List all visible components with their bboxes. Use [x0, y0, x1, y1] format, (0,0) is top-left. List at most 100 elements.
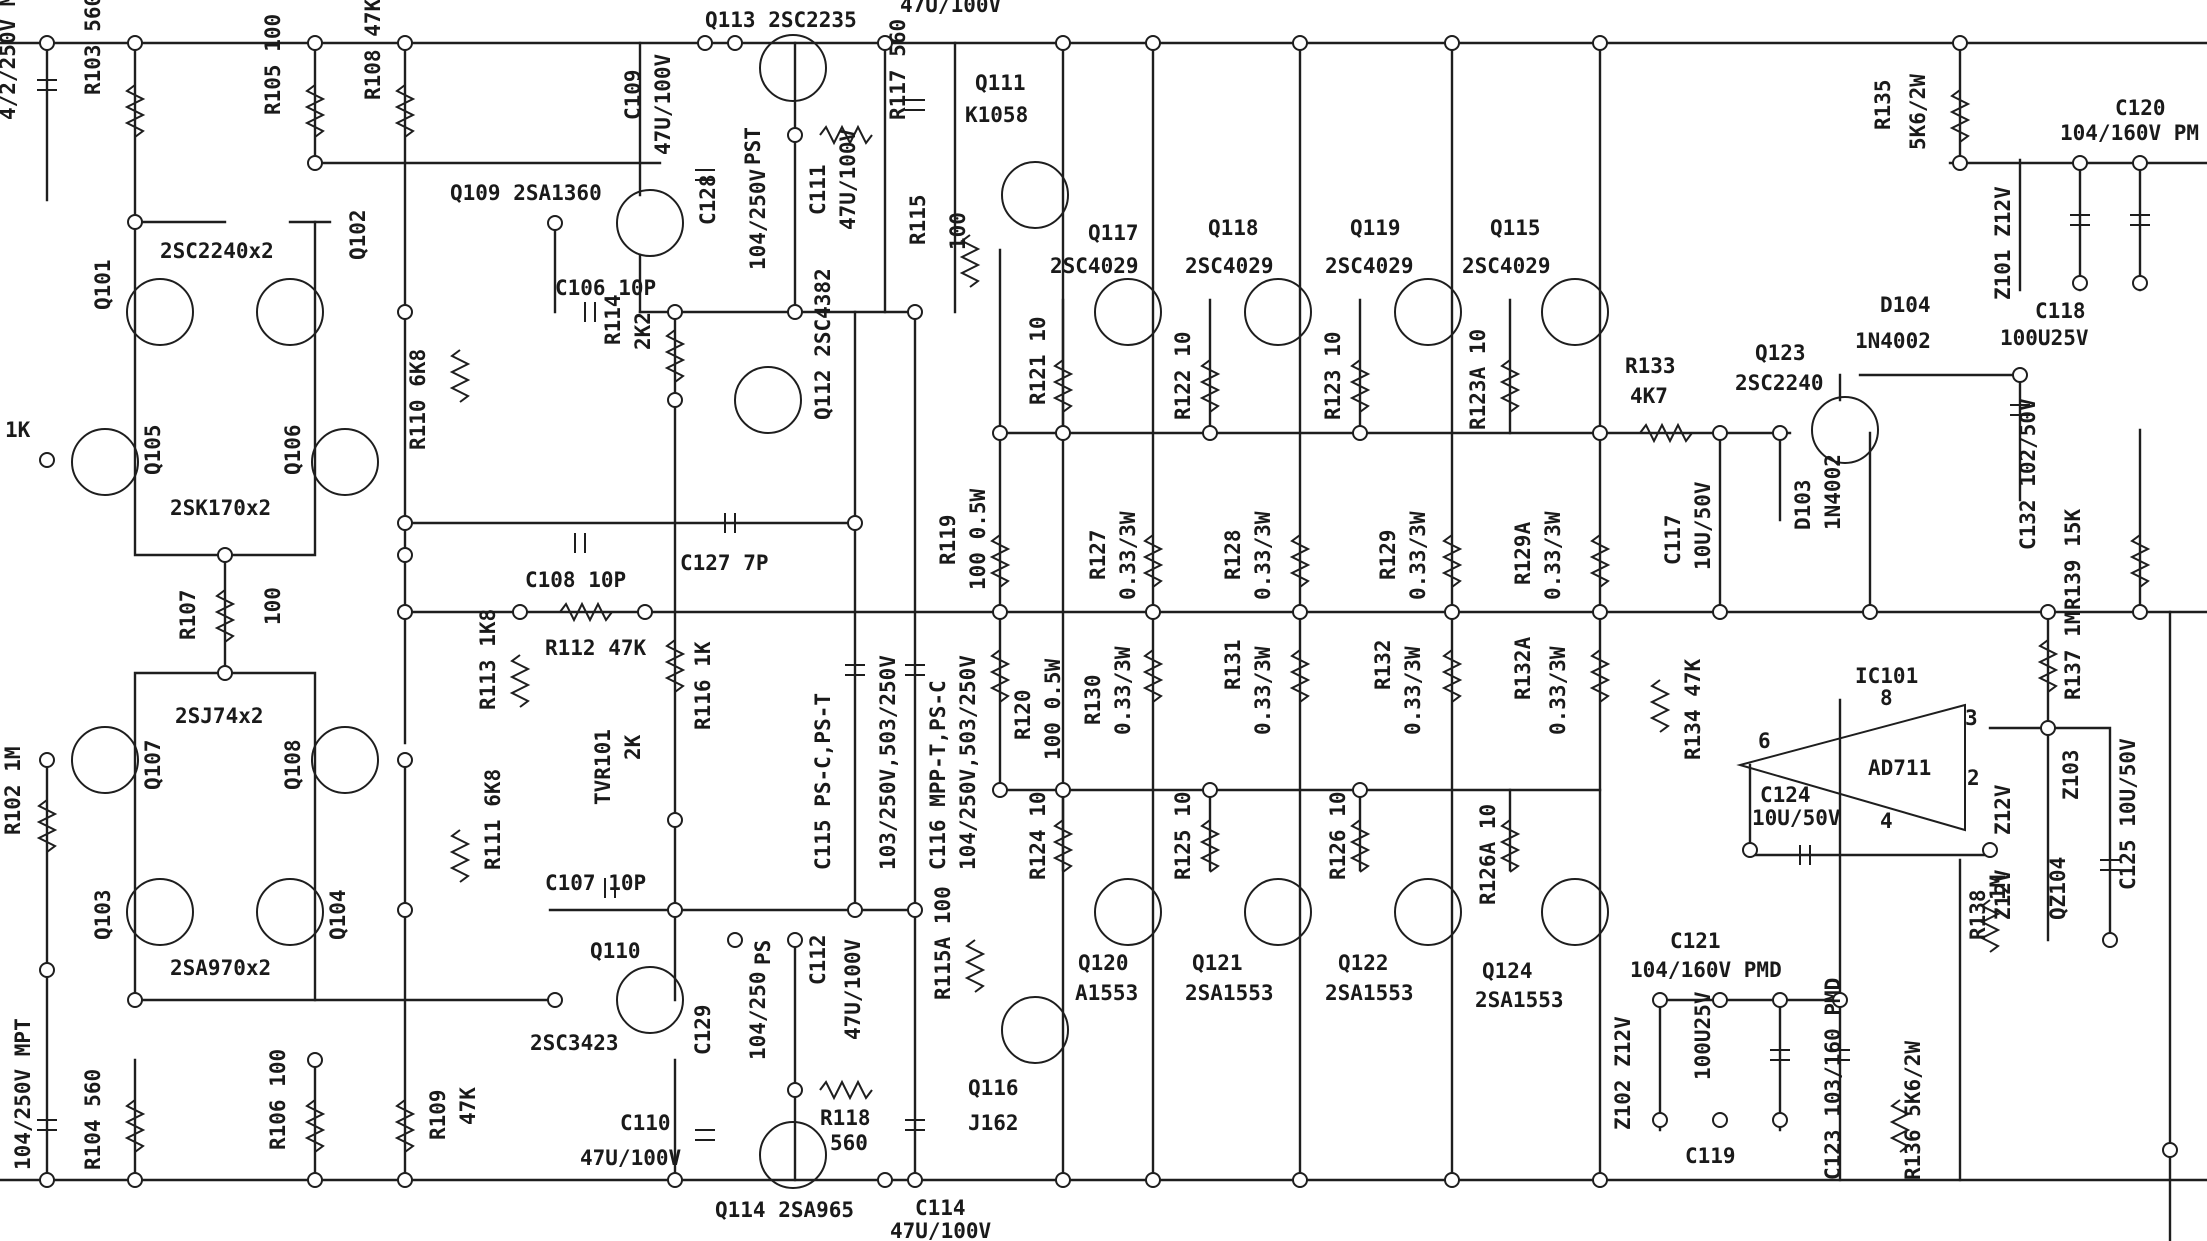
label-c_top: 47U/100V [900, 0, 1002, 17]
label-c116v: 104/250V,503/250V [956, 655, 980, 870]
label-z101: Z101 Z12V [1991, 186, 2015, 300]
label-r108: R108 47K [361, 0, 385, 100]
label-c118v: 100U25V [2000, 326, 2089, 350]
label-q123p: 2SC2240 [1735, 371, 1824, 395]
label-q105: Q105 [141, 424, 165, 475]
label-j162: J162 [968, 1111, 1019, 1135]
label-q124: Q124 [1482, 959, 1533, 983]
label-r126a: R126A 10 [1476, 804, 1500, 905]
label-c117: C117 [1661, 514, 1685, 565]
label-r129v: 0.33/3W [1406, 511, 1430, 600]
label-c121v: 104/160V PMD [1630, 958, 1782, 982]
label-r139: R139 15K [2061, 508, 2085, 610]
label-r114: R114 [601, 294, 625, 345]
label-r121: R121 10 [1026, 316, 1050, 405]
label-2sk170x2: 2SK170x2 [170, 496, 271, 520]
label-q121p: 2SA1553 [1185, 981, 1274, 1005]
label-r109: R109 [426, 1089, 450, 1140]
label-z102: Z102 Z12V [1611, 1016, 1635, 1130]
label-r120: R120 [1011, 689, 1035, 740]
label-c120: C120 [2115, 96, 2166, 120]
label-r131: R131 [1221, 639, 1245, 690]
label-r115a: R115A 100 [931, 886, 955, 1000]
label-c121: C121 [1670, 929, 1721, 953]
label-r124: R124 10 [1026, 791, 1050, 880]
label-q116: Q116 [968, 1076, 1019, 1100]
label-c129: C129 [691, 1004, 715, 1055]
label-r118: R118 [820, 1106, 871, 1130]
label-r102: R102 1M [1, 746, 25, 835]
label-c118: C118 [2035, 299, 2086, 323]
label-q109: Q109 2SA1360 [450, 181, 602, 205]
label-r119v: 100 0.5W [966, 488, 990, 590]
label-q124p: 2SA1553 [1475, 988, 1564, 1012]
label-c127: C127 7P [680, 551, 769, 575]
label-r129: R129 [1376, 529, 1400, 580]
label-c112: C112 [806, 934, 830, 985]
label-r113: R113 1K8 [476, 609, 500, 710]
label-q103: Q103 [91, 889, 115, 940]
label-c128v: 104/250V [746, 168, 770, 270]
label-tvr101v: 2K [621, 734, 645, 760]
label-r138v: 1M [1986, 875, 2010, 900]
label-q102: Q102 [346, 209, 370, 260]
label-c112v: 47U/100V [841, 938, 865, 1040]
label-r114v: 2K2 [631, 312, 655, 350]
label-q120p: A1553 [1075, 981, 1138, 1005]
label-c114v: 47U/100V [890, 1219, 992, 1241]
label-2sa970x2: 2SA970x2 [170, 956, 271, 980]
label-c111v: 47U/100V [836, 128, 860, 230]
label-ad711: AD711 [1868, 756, 1931, 780]
label-r130: R130 [1081, 674, 1105, 725]
label-r115: R115 [906, 194, 930, 245]
label-r128: R128 [1221, 529, 1245, 580]
label-c124: C124 [1760, 783, 1811, 807]
label-r122: R122 10 [1171, 331, 1195, 420]
label-pst: PST [741, 127, 765, 165]
label-q119: Q119 [1350, 216, 1401, 240]
label-c108: C108 10P [525, 568, 626, 592]
label-r138: R138 [1966, 889, 1990, 940]
label-r117: R117 560 [886, 19, 910, 120]
label-r137: R137 1M [2061, 611, 2085, 700]
label-c111: C111 [806, 164, 830, 215]
label-r107v: 100 [261, 587, 285, 625]
label-c_left2: 104/250V MPT [11, 1018, 35, 1170]
label-c125: C125 10U/50V [2116, 738, 2140, 890]
label-r132a: R132A [1511, 636, 1535, 700]
label-r111: R111 6K8 [481, 769, 505, 870]
label-pin4: 4 [1880, 809, 1893, 833]
label-q106: Q106 [281, 424, 305, 475]
label-q119p: 2SC4029 [1325, 254, 1414, 278]
label-c115v: 103/250V,503/250V [876, 655, 900, 870]
label-1k: 1K [5, 418, 31, 442]
label-r103: R103 560 [81, 0, 105, 95]
label-c114: C114 [915, 1196, 966, 1220]
label-q110: Q110 [590, 939, 641, 963]
label-q101: Q101 [91, 259, 115, 310]
label-pin2: 2 [1967, 766, 1980, 790]
label-pin8: 8 [1880, 686, 1893, 710]
label-c106: C106 10P [555, 276, 656, 300]
label-q120: Q120 [1078, 951, 1129, 975]
label-c119: C119 [1685, 1144, 1736, 1168]
label-c132: C132 102/50V [2016, 398, 2040, 550]
label-r131v: 0.33/3W [1251, 646, 1275, 735]
label-r107: R107 [176, 589, 200, 640]
label-r104: R104 560 [81, 1069, 105, 1170]
label-r129av: 0.33/3W [1541, 511, 1565, 600]
label-k1058: K1058 [965, 103, 1028, 127]
label-q122p: 2SA1553 [1325, 981, 1414, 1005]
label-r129a: R129A [1511, 521, 1535, 585]
label-q113: Q113 2SC2235 [705, 8, 857, 32]
label-q118p: 2SC4029 [1185, 254, 1274, 278]
label-q115: Q115 [1490, 216, 1541, 240]
label-r133: R133 [1625, 354, 1676, 378]
label-q115p: 2SC4029 [1462, 254, 1551, 278]
label-pin3: 3 [1965, 706, 1978, 730]
label-r136: R136 5K6/2W [1901, 1041, 1925, 1180]
label-d104: D104 [1880, 293, 1931, 317]
label-q108: Q108 [281, 739, 305, 790]
